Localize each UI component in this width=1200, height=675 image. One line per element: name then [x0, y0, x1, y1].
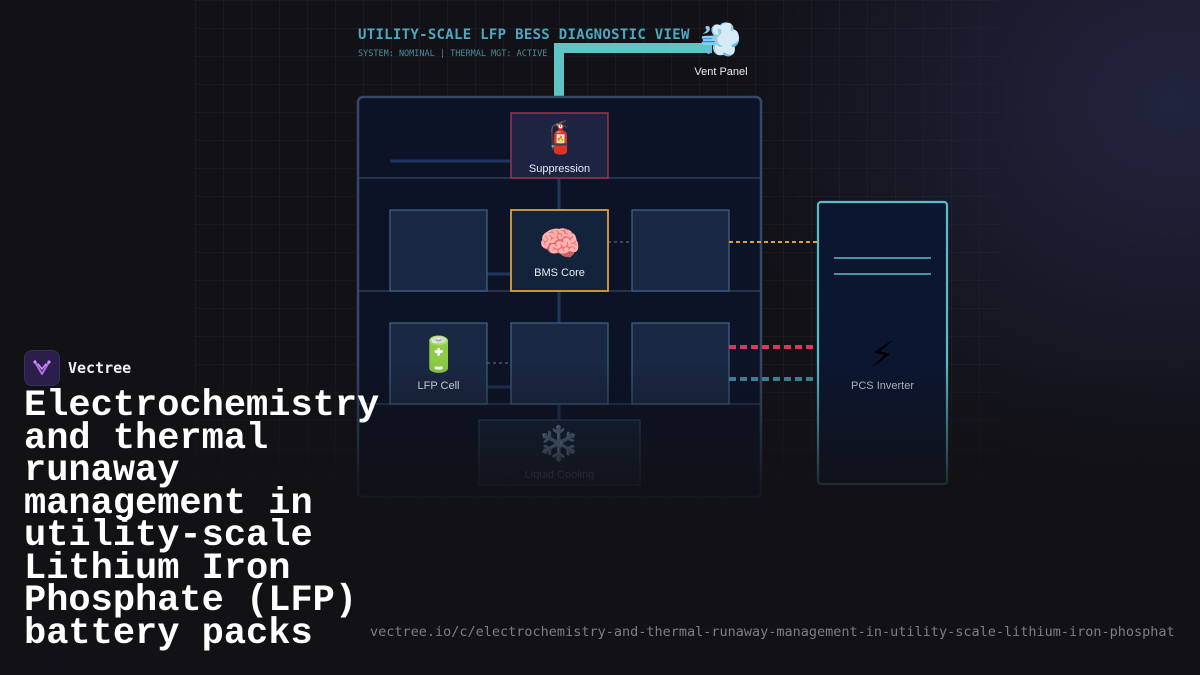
brand: Vectree	[24, 350, 131, 386]
suppression-label: Suppression	[528, 163, 591, 175]
page-url: vectree.io/c/electrochemistry-and-therma…	[370, 624, 1175, 640]
bms-core-module	[510, 209, 609, 292]
snowflake-icon: ❄️	[537, 424, 581, 464]
wind-icon: 💨	[699, 20, 743, 60]
bms-core-label: BMS Core	[534, 267, 585, 279]
battery-icon: 🔋	[417, 335, 461, 375]
module-slot	[389, 209, 488, 292]
vent-duct	[554, 43, 712, 96]
lightning-icon: ⚡	[869, 335, 895, 376]
brain-icon: 🧠	[538, 224, 582, 264]
diagram-title: UTILITY-SCALE LFP BESS DIAGNOSTIC VIEW	[358, 27, 690, 43]
vectree-logo-icon	[24, 350, 60, 386]
module-slot	[631, 209, 730, 292]
lfp-cell-label: LFP Cell	[417, 380, 460, 392]
pcs-inverter-label: PCS Inverter	[851, 380, 914, 392]
vent-panel-label: Vent Panel	[694, 66, 748, 78]
page-title: Electrochemistry and thermal runaway man…	[24, 385, 380, 655]
fire-extinguisher-icon: 🧯	[540, 118, 580, 156]
liquid-cooling-label: Liquid Cooling	[524, 469, 595, 481]
module-slot	[631, 322, 730, 405]
module-slot	[510, 322, 609, 405]
diagram-subtitle: SYSTEM: NOMINAL | THERMAL MGT: ACTIVE	[358, 49, 548, 59]
brand-name: Vectree	[68, 359, 132, 377]
suppression-module	[510, 112, 609, 179]
